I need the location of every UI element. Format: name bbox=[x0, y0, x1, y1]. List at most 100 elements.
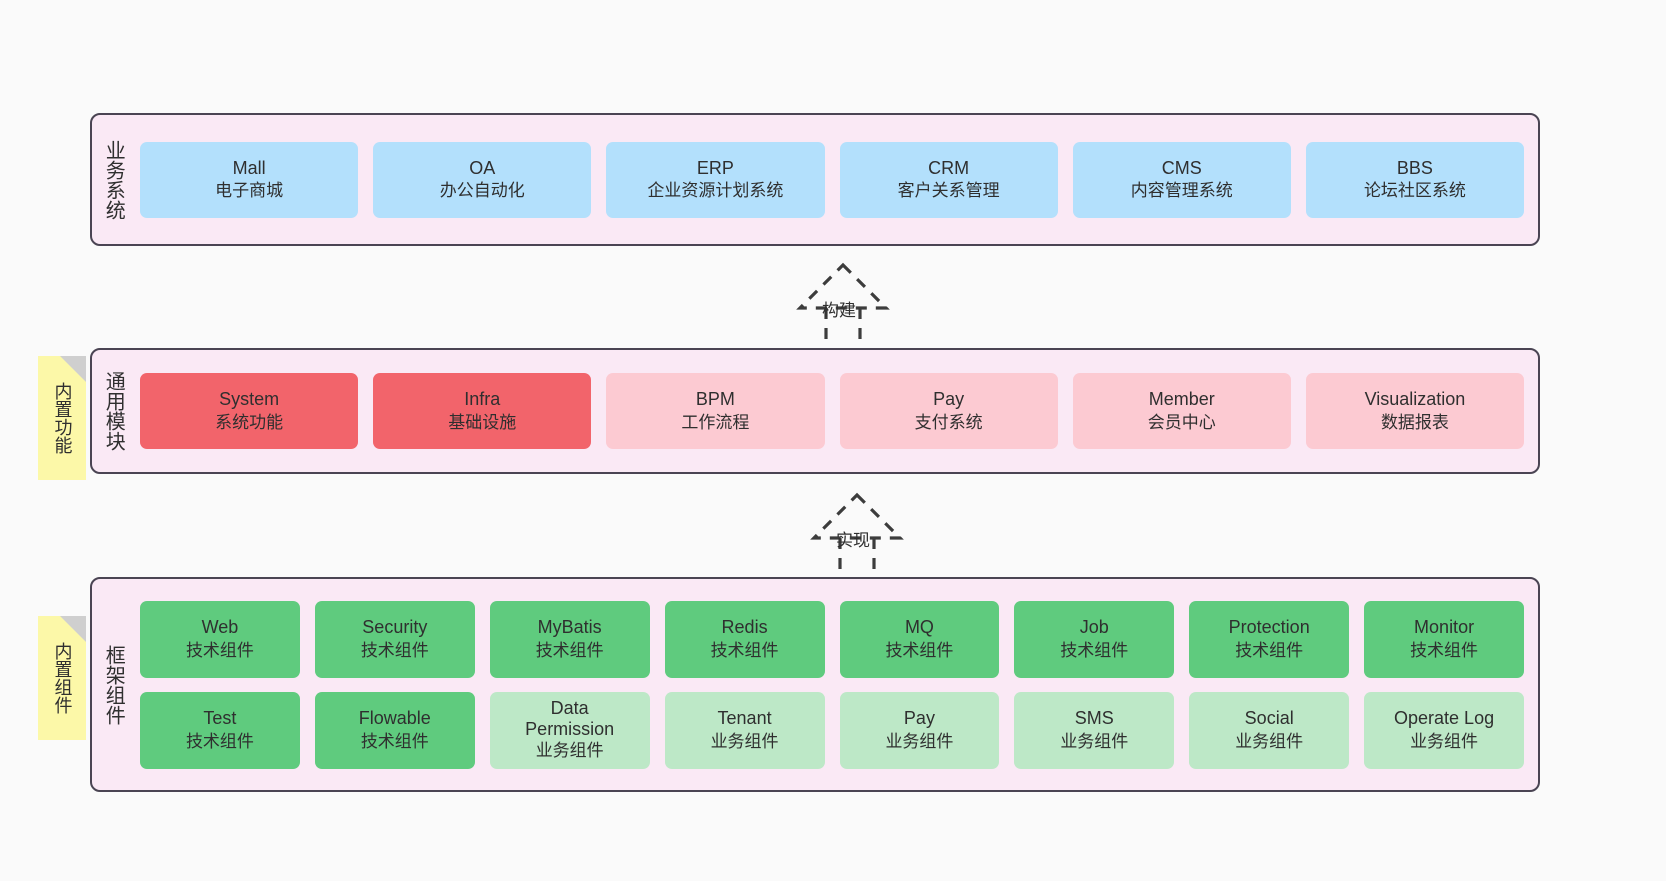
node-subtitle: 客户关系管理 bbox=[897, 181, 1000, 201]
node-subtitle: 技术组件 bbox=[1060, 640, 1129, 660]
node-subtitle: 基础设施 bbox=[448, 412, 517, 432]
node-protection[interactable]: Protection 技术组件 bbox=[1189, 600, 1350, 678]
realization-arrow-icon bbox=[810, 492, 904, 578]
node-subtitle: 业务组件 bbox=[535, 741, 604, 761]
node-subtitle: 论坛社区系统 bbox=[1363, 181, 1466, 201]
connector-build-label: 构建 bbox=[822, 301, 856, 320]
node-security[interactable]: Security 技术组件 bbox=[314, 600, 475, 678]
node-data-permission[interactable]: Data Permission 业务组件 bbox=[489, 691, 650, 769]
node-title: Redis bbox=[721, 617, 768, 638]
connector-implement bbox=[810, 492, 904, 580]
layer-body-business-system: Mall 电子商城 OA 办公自动化 ERP 企业资源计划系统 CRM 客户关系… bbox=[134, 115, 1538, 244]
node-title: Mall bbox=[232, 157, 266, 178]
node-subtitle: 技术组件 bbox=[185, 731, 254, 751]
node-cms[interactable]: CMS 内容管理系统 bbox=[1072, 141, 1291, 218]
node-erp[interactable]: ERP 企业资源计划系统 bbox=[606, 141, 825, 218]
node-member[interactable]: Member 会员中心 bbox=[1072, 373, 1291, 449]
node-title: Monitor bbox=[1414, 617, 1475, 638]
node-title: BPM bbox=[695, 389, 735, 410]
node-title: Pay bbox=[903, 708, 935, 729]
node-bbs[interactable]: BBS 论坛社区系统 bbox=[1305, 141, 1525, 218]
layer-title-common-module: 通用模块 bbox=[102, 371, 125, 451]
node-title: Flowable bbox=[358, 708, 431, 729]
node-title: Web bbox=[201, 617, 239, 638]
layer-business-system: 业务系统 Mall 电子商城 OA 办公自动化 ERP 企业资源计划系统 CRM… bbox=[90, 113, 1540, 246]
note-label: 内置功能 bbox=[52, 382, 73, 454]
node-title: MyBatis bbox=[537, 617, 602, 638]
node-pay-business[interactable]: Pay 业务组件 bbox=[839, 691, 1000, 769]
node-system[interactable]: System 系统功能 bbox=[140, 373, 359, 449]
node-subtitle: 系统功能 bbox=[215, 412, 284, 432]
node-subtitle: 技术组件 bbox=[885, 640, 954, 660]
node-row: Web 技术组件 Security 技术组件 MyBatis 技术组件 Redi… bbox=[140, 600, 1524, 678]
node-subtitle: 数据报表 bbox=[1380, 412, 1449, 432]
node-mq[interactable]: MQ 技术组件 bbox=[839, 600, 1000, 678]
node-subtitle: 技术组件 bbox=[360, 731, 429, 751]
node-monitor[interactable]: Monitor 技术组件 bbox=[1364, 600, 1524, 678]
node-flowable[interactable]: Flowable 技术组件 bbox=[314, 691, 475, 769]
node-title: Security bbox=[362, 617, 428, 638]
connector-build bbox=[796, 262, 890, 357]
node-title: Tenant bbox=[717, 708, 772, 729]
node-subtitle: 业务组件 bbox=[710, 731, 779, 751]
note-label: 内置组件 bbox=[52, 642, 73, 714]
node-subtitle: 业务组件 bbox=[1060, 731, 1129, 751]
node-row: System 系统功能 Infra 基础设施 BPM 工作流程 Pay 支付系统… bbox=[140, 373, 1525, 449]
node-tenant[interactable]: Tenant 业务组件 bbox=[664, 691, 825, 769]
realization-arrow-icon bbox=[796, 262, 890, 355]
node-subtitle: 业务组件 bbox=[885, 731, 954, 751]
node-mybatis[interactable]: MyBatis 技术组件 bbox=[489, 600, 650, 678]
node-title: Test bbox=[203, 708, 237, 729]
node-visualization[interactable]: Visualization 数据报表 bbox=[1305, 373, 1525, 449]
node-bpm[interactable]: BPM 工作流程 bbox=[606, 373, 825, 449]
layer-title-framework-component: 框架组件 bbox=[102, 644, 125, 725]
node-test[interactable]: Test 技术组件 bbox=[140, 691, 300, 769]
node-title: Job bbox=[1079, 617, 1109, 638]
node-subtitle: 内容管理系统 bbox=[1130, 181, 1233, 201]
node-title: Data Permission bbox=[525, 697, 615, 739]
node-subtitle: 技术组件 bbox=[185, 640, 254, 660]
node-infra[interactable]: Infra 基础设施 bbox=[373, 373, 592, 449]
node-crm[interactable]: CRM 客户关系管理 bbox=[839, 141, 1058, 218]
node-title: CRM bbox=[928, 157, 970, 178]
node-row: Mall 电子商城 OA 办公自动化 ERP 企业资源计划系统 CRM 客户关系… bbox=[140, 141, 1525, 218]
node-mall[interactable]: Mall 电子商城 bbox=[140, 141, 359, 218]
node-redis[interactable]: Redis 技术组件 bbox=[664, 600, 825, 678]
layer-body-framework-component: Web 技术组件 Security 技术组件 MyBatis 技术组件 Redi… bbox=[134, 579, 1538, 790]
node-title: MQ bbox=[904, 617, 934, 638]
node-title: Operate Log bbox=[1394, 708, 1495, 729]
node-web[interactable]: Web 技术组件 bbox=[140, 600, 300, 678]
node-title: OA bbox=[469, 157, 496, 178]
node-oa[interactable]: OA 办公自动化 bbox=[373, 141, 592, 218]
node-subtitle: 技术组件 bbox=[1410, 640, 1479, 660]
node-title: ERP bbox=[696, 157, 734, 178]
node-job[interactable]: Job 技术组件 bbox=[1014, 600, 1175, 678]
node-row: Test 技术组件 Flowable 技术组件 Data Permission … bbox=[140, 691, 1524, 769]
node-subtitle: 电子商城 bbox=[215, 181, 284, 201]
note-builtin-function: 内置功能 bbox=[38, 356, 86, 480]
layer-common-module: 通用模块 System 系统功能 Infra 基础设施 BPM 工作流程 Pay… bbox=[90, 348, 1540, 474]
node-title: Infra bbox=[464, 389, 501, 410]
node-pay[interactable]: Pay 支付系统 bbox=[839, 373, 1058, 449]
node-title: BBS bbox=[1396, 157, 1433, 178]
layer-framework-component: 框架组件 Web 技术组件 Security 技术组件 MyBatis 技术组件… bbox=[90, 577, 1540, 792]
node-subtitle: 业务组件 bbox=[1235, 731, 1304, 751]
node-social[interactable]: Social 业务组件 bbox=[1189, 691, 1350, 769]
node-subtitle: 业务组件 bbox=[1410, 731, 1479, 751]
node-title: Member bbox=[1148, 389, 1215, 410]
node-title: Visualization bbox=[1364, 389, 1466, 410]
node-subtitle: 支付系统 bbox=[914, 412, 983, 432]
node-sms[interactable]: SMS 业务组件 bbox=[1014, 691, 1175, 769]
node-operate-log[interactable]: Operate Log 业务组件 bbox=[1364, 691, 1524, 769]
node-subtitle: 办公自动化 bbox=[439, 181, 525, 201]
layer-body-common-module: System 系统功能 Infra 基础设施 BPM 工作流程 Pay 支付系统… bbox=[134, 350, 1538, 472]
node-title: Pay bbox=[933, 389, 965, 410]
layer-title-business-system: 业务系统 bbox=[102, 139, 125, 220]
node-title: System bbox=[219, 389, 280, 410]
node-subtitle: 技术组件 bbox=[710, 640, 779, 660]
connector-implement-label: 实现 bbox=[836, 531, 870, 550]
node-title: SMS bbox=[1074, 708, 1114, 729]
node-subtitle: 技术组件 bbox=[1235, 640, 1304, 660]
node-title: Social bbox=[1244, 708, 1294, 729]
